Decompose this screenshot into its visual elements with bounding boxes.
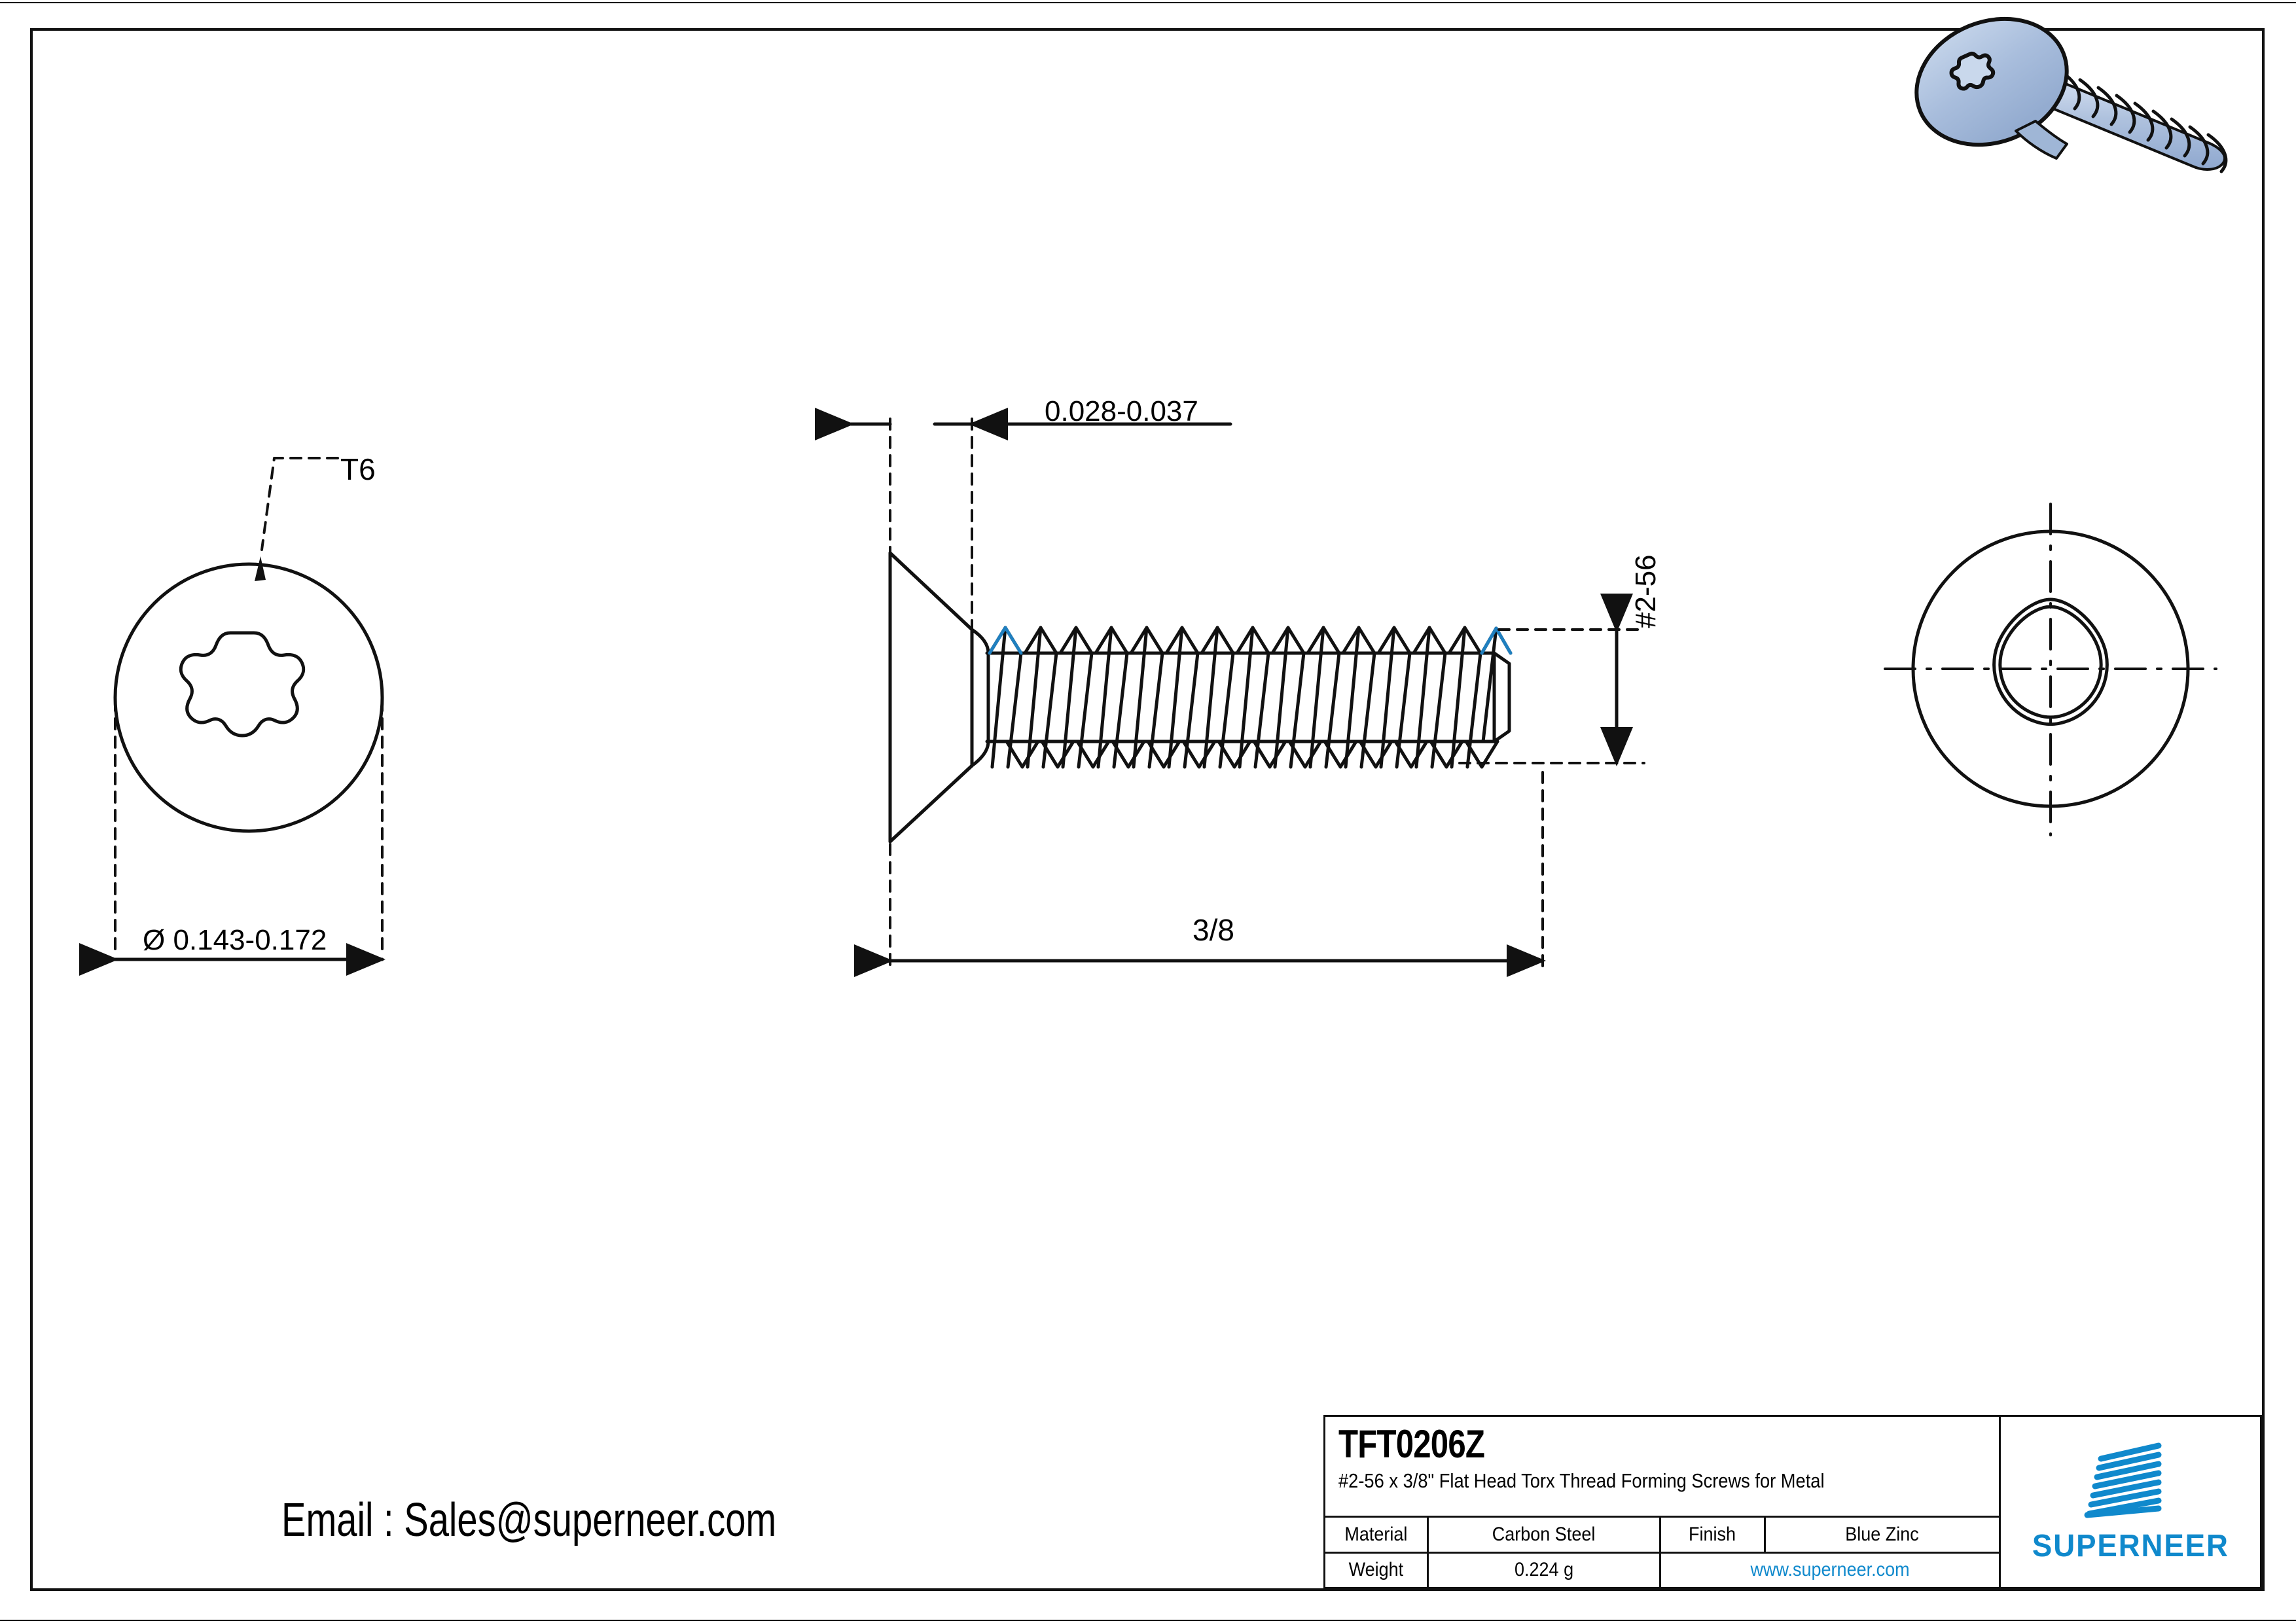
drawing-border-frame (30, 28, 2265, 1591)
weight-label: Weight (1348, 1559, 1404, 1581)
sheet-edge-top (0, 2, 2296, 3)
torx-drive-size-label: T6 (340, 452, 376, 486)
brand-wordmark: SUPERNEER (2032, 1528, 2229, 1563)
title-block: TFT0206Z #2-56 x 3/8" Flat Head Torx Thr… (1323, 1415, 2262, 1589)
weight-value: 0.224 g (1427, 1553, 1659, 1587)
finish-label: Finish (1659, 1518, 1764, 1552)
head-diameter-dimension-label: Ø 0.143-0.172 (143, 924, 327, 956)
brand-logo-cell: SUPERNEER (2001, 1415, 2262, 1589)
title-block-header: TFT0206Z #2-56 x 3/8" Flat Head Torx Thr… (1325, 1417, 1999, 1518)
material-value: Carbon Steel (1427, 1518, 1659, 1552)
title-block-info: TFT0206Z #2-56 x 3/8" Flat Head Torx Thr… (1323, 1415, 2001, 1589)
head-height-dimension-label: 0.028-0.037 (1045, 395, 1198, 427)
title-block-row-weight: Weight 0.224 g www.superneer.com (1325, 1551, 1999, 1587)
title-block-row-material: Material Carbon Steel Finish Blue Zinc (1325, 1518, 1999, 1552)
finish-value: Blue Zinc (1764, 1518, 1999, 1552)
part-description: #2-56 x 3/8" Flat Head Torx Thread Formi… (1338, 1469, 1825, 1492)
part-number: TFT0206Z (1338, 1422, 1485, 1466)
sheet-edge-bottom (0, 1620, 2296, 1621)
website-link[interactable]: www.superneer.com (1659, 1553, 1999, 1587)
material-label: Material (1344, 1523, 1408, 1545)
contact-email-text: Email : Sales@superneer.com (281, 1494, 777, 1546)
thread-spec-dimension-label: #2-56 (1630, 554, 1662, 628)
screw-length-dimension-label: 3/8 (1193, 913, 1234, 947)
superneer-stripes-logo-icon (2084, 1442, 2162, 1518)
